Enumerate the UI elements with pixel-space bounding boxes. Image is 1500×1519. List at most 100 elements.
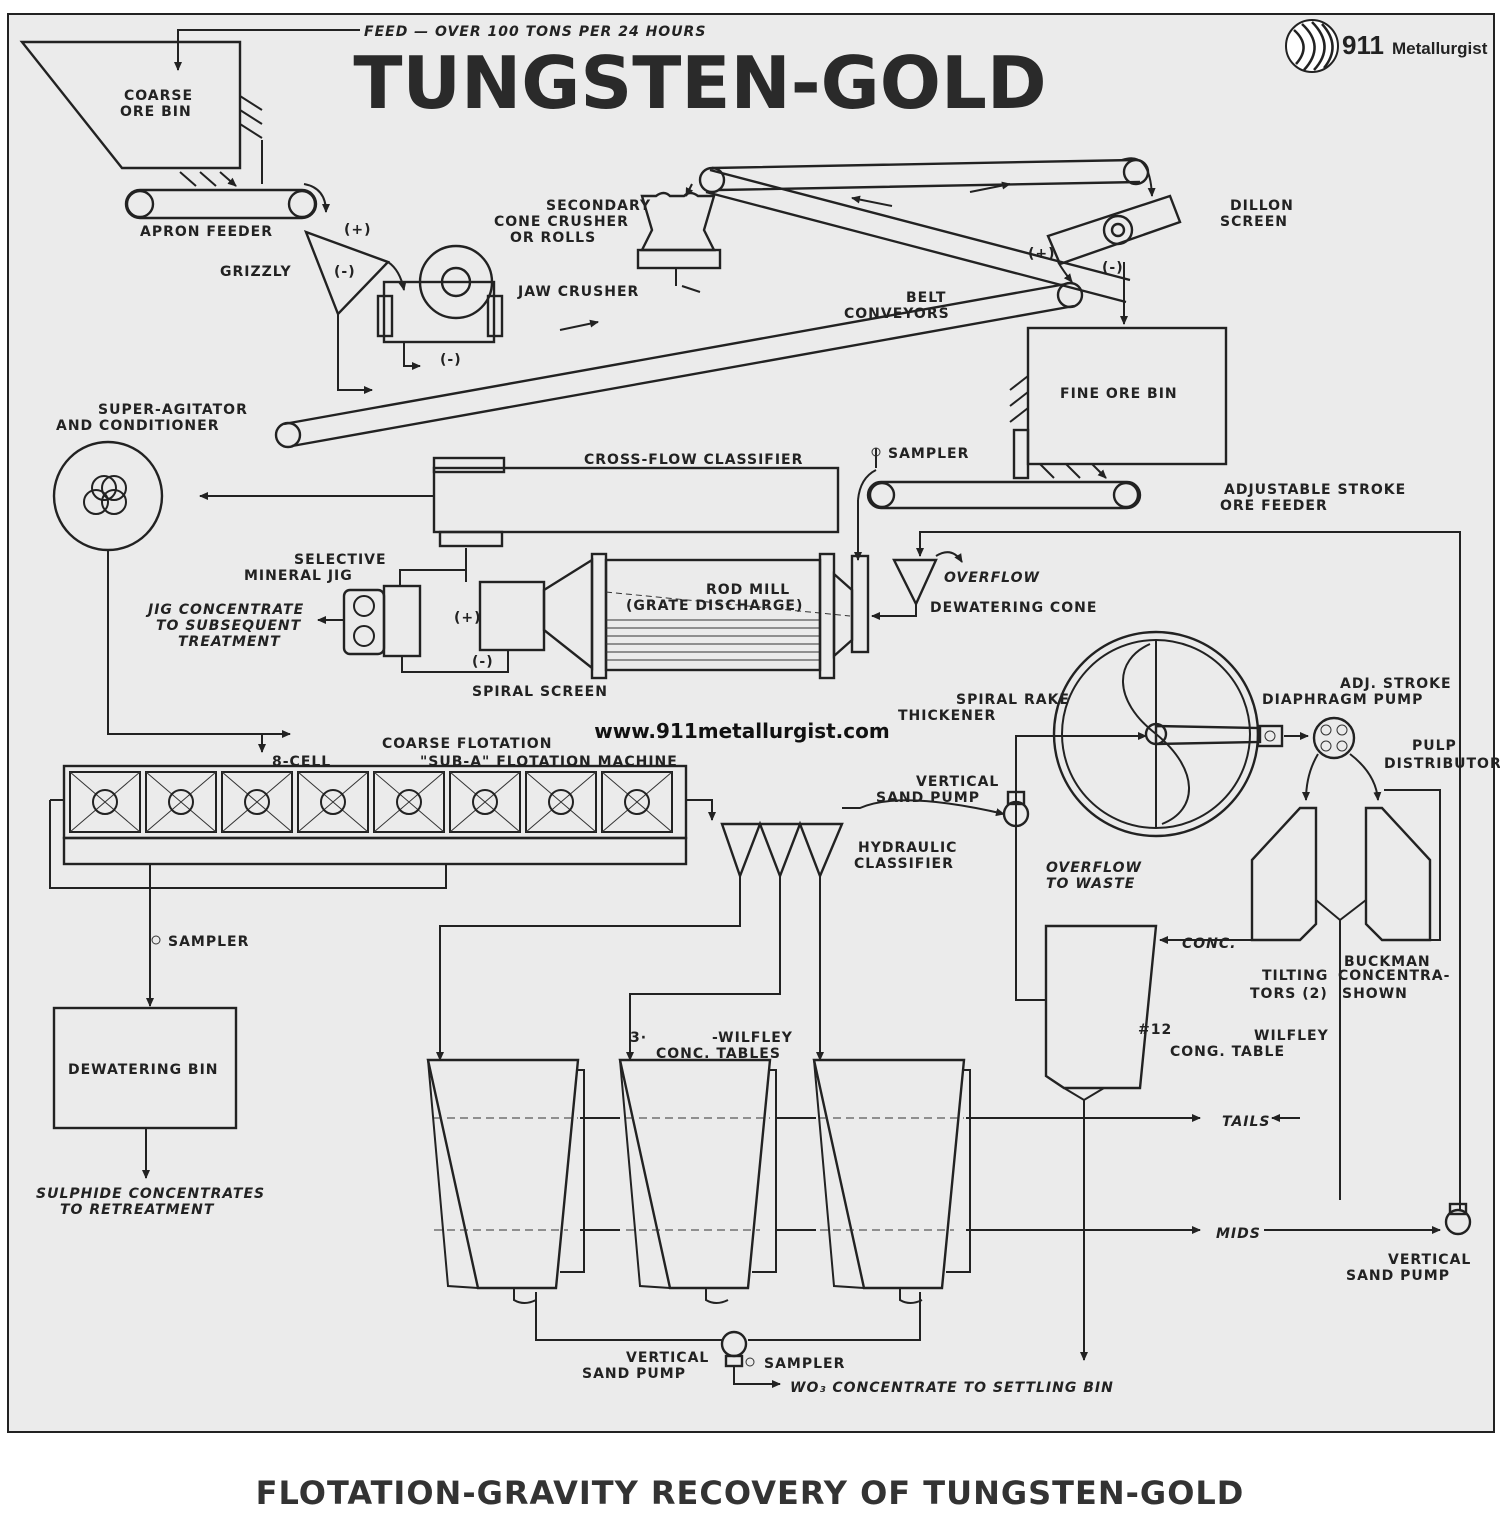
svg-text:(-): (-) xyxy=(334,264,356,280)
flotation-cell xyxy=(525,771,597,833)
flotation-cell xyxy=(221,771,293,833)
svg-text:AND CONDITIONER: AND CONDITIONER xyxy=(56,418,220,434)
svg-text:DEWATERING CONE: DEWATERING CONE xyxy=(930,600,1097,616)
svg-text:SAMPLER: SAMPLER xyxy=(168,934,249,950)
belt-conveyor-upper: BELT CONVEYORS xyxy=(698,157,1156,322)
svg-text:WO₃ CONCENTRATE TO SETTLING B: WO₃ CONCENTRATE TO SETTLING BIN xyxy=(790,1380,1114,1396)
svg-text:CONCENTRA-: CONCENTRA- xyxy=(1338,968,1450,984)
svg-text:JIG CONCENTRATE: JIG CONCENTRATE xyxy=(145,602,304,618)
jaw-crusher: JAW CRUSHER (-) xyxy=(376,244,639,370)
spiral-rake-thickener: SPIRAL RAKE THICKENER OVERFLOW TO WASTE xyxy=(898,630,1284,892)
flotation-cell xyxy=(297,771,369,833)
svg-text:(GRATE DISCHARGE): (GRATE DISCHARGE) xyxy=(626,598,803,614)
svg-text:SAND PUMP: SAND PUMP xyxy=(582,1366,686,1382)
svg-text:DIAPHRAGM PUMP: DIAPHRAGM PUMP xyxy=(1262,692,1423,708)
svg-text:MIDS: MIDS xyxy=(1216,1226,1261,1242)
svg-text:SAND PUMP: SAND PUMP xyxy=(876,790,980,806)
svg-text:SAND PUMP: SAND PUMP xyxy=(1346,1268,1450,1284)
svg-text:CONC.: CONC. xyxy=(1182,936,1237,952)
flotation-cell xyxy=(601,771,673,833)
belt-conveyor-main xyxy=(274,281,1084,449)
flotation-cell xyxy=(449,771,521,833)
svg-text:TILTING: TILTING xyxy=(1262,968,1328,984)
svg-text:TO RETREATMENT: TO RETREATMENT xyxy=(60,1202,215,1218)
hydraulic-classifier: HYDRAULIC CLASSIFIER xyxy=(436,820,956,1061)
svg-text:SPIRAL RAKE: SPIRAL RAKE xyxy=(956,692,1070,708)
flotation-cell xyxy=(69,771,141,833)
diagram-title: TUNGSTEN-GOLD xyxy=(353,41,1046,125)
svg-text:(-): (-) xyxy=(1102,260,1124,276)
svg-text:-WILFLEY: -WILFLEY xyxy=(712,1030,793,1046)
svg-text:WILFLEY: WILFLEY xyxy=(1254,1028,1329,1044)
diagram-panel xyxy=(7,13,1495,1433)
pulp-distributor: ADJ. STROKE DIAPHRAGM PUMP PULP DISTRIBU… xyxy=(1262,676,1500,801)
svg-text:TORS (2): TORS (2) xyxy=(1250,986,1328,1002)
svg-text:ADJ. STROKE: ADJ. STROKE xyxy=(1340,676,1452,692)
svg-text:CONC. TABLES: CONC. TABLES xyxy=(656,1046,781,1062)
website-url: www.911metallurgist.com xyxy=(594,719,889,743)
svg-text:(-): (-) xyxy=(472,654,494,670)
svg-text:CONG. TABLE: CONG. TABLE xyxy=(1170,1044,1285,1060)
svg-text:PULP: PULP xyxy=(1412,738,1457,754)
dewatering-bin: SAMPLER DEWATERING BIN SULPHIDE CONCENTR… xyxy=(36,934,265,1218)
spiral-screen: SPIRAL SCREEN (+) (-) xyxy=(454,570,607,700)
buckman-concentrators: CONC. BUCKMAN TILTING CONCENTRA- TORS (2… xyxy=(1159,789,1450,1200)
svg-text:SCREEN: SCREEN xyxy=(1220,214,1288,230)
wilfley-table xyxy=(812,1058,971,1304)
grizzly: GRIZZLY (+) (-) xyxy=(220,222,407,394)
svg-text:BUCKMAN: BUCKMAN xyxy=(1344,954,1431,970)
svg-text:SAMPLER: SAMPLER xyxy=(764,1356,845,1372)
svg-text:VERTICAL: VERTICAL xyxy=(916,774,999,790)
selective-mineral-jig: SELECTIVE MINERAL JIG JIG CONCENTRATE TO… xyxy=(145,548,509,673)
wilfley-table-12: #12 WILFLEY CONG. TABLE xyxy=(1015,808,1329,1102)
svg-text:OR ROLLS: OR ROLLS xyxy=(510,230,596,246)
svg-text:JAW CRUSHER: JAW CRUSHER xyxy=(517,284,639,300)
vertical-sand-pump-3: VERTICAL SAND PUMP SAMPLER WO₃ CONCENTRA… xyxy=(535,1292,1114,1396)
globe-icon xyxy=(1285,19,1339,73)
svg-text:COARSE: COARSE xyxy=(124,88,193,104)
svg-text:SECONDARY: SECONDARY xyxy=(546,198,651,214)
svg-text:3·: 3· xyxy=(630,1030,647,1046)
svg-text:(+): (+) xyxy=(1028,246,1056,262)
svg-text:OVERFLOW: OVERFLOW xyxy=(944,570,1040,586)
svg-text:"SUB-A" FLOTATION MACHINE: "SUB-A" FLOTATION MACHINE xyxy=(420,754,678,770)
svg-text:THICKENER: THICKENER xyxy=(898,708,996,724)
svg-text:GRIZZLY: GRIZZLY xyxy=(220,264,292,280)
svg-text:DISTRIBUTOR: DISTRIBUTOR xyxy=(1384,756,1500,772)
svg-text:SULPHIDE CONCENTRATES: SULPHIDE CONCENTRATES xyxy=(36,1186,265,1202)
svg-text:TO WASTE: TO WASTE xyxy=(1046,876,1135,892)
svg-text:8-CELL: 8-CELL xyxy=(272,754,331,770)
svg-text:ROD MILL: ROD MILL xyxy=(706,582,790,598)
figure-caption: FLOTATION-GRAVITY RECOVERY OF TUNGSTEN-G… xyxy=(256,1474,1245,1512)
svg-text:SAMPLER: SAMPLER xyxy=(888,446,969,462)
svg-text:ADJUSTABLE STROKE: ADJUSTABLE STROKE xyxy=(1224,482,1406,498)
svg-text:OVERFLOW: OVERFLOW xyxy=(1046,860,1142,876)
flotation-machine: COARSE FLOTATION 8-CELL "SUB-A" FLOTATIO… xyxy=(49,734,716,1007)
flotation-cell xyxy=(145,771,217,833)
svg-text:#12: #12 xyxy=(1138,1022,1172,1038)
svg-text:SUPER-AGITATOR: SUPER-AGITATOR xyxy=(98,402,248,418)
rod-mill: ROD MILL (GRATE DISCHARGE) xyxy=(542,552,870,680)
svg-text:SHOWN: SHOWN xyxy=(1342,986,1408,1002)
svg-text:ORE FEEDER: ORE FEEDER xyxy=(1220,498,1328,514)
logo: 911 Metallurgist xyxy=(1285,19,1488,73)
cross-flow-classifier: CROSS-FLOW CLASSIFIER xyxy=(199,452,862,561)
svg-text:DILLON: DILLON xyxy=(1230,198,1294,214)
svg-text:SELECTIVE: SELECTIVE xyxy=(294,552,387,568)
super-agitator: SUPER-AGITATOR AND CONDITIONER xyxy=(52,402,291,738)
feed-note: FEED — OVER 100 TONS PER 24 HOURS xyxy=(364,24,706,40)
svg-text:VERTICAL: VERTICAL xyxy=(1388,1252,1471,1268)
coarse-ore-bin: COARSE ORE BIN xyxy=(19,40,263,186)
svg-text:FINE ORE BIN: FINE ORE BIN xyxy=(1060,386,1178,402)
svg-text:CLASSIFIER: CLASSIFIER xyxy=(854,856,954,872)
vertical-sand-pump-2: VERTICAL SAND PUMP xyxy=(1346,1202,1472,1284)
dewatering-cone: OVERFLOW DEWATERING CONE xyxy=(871,531,1461,1210)
svg-text:COARSE FLOTATION: COARSE FLOTATION xyxy=(382,736,552,752)
svg-text:DEWATERING BIN: DEWATERING BIN xyxy=(68,1062,219,1078)
apron-feeder: APRON FEEDER xyxy=(124,183,330,240)
svg-text:(+): (+) xyxy=(454,610,482,626)
logo-word: Metallurgist xyxy=(1392,39,1488,58)
svg-text:CONE CRUSHER: CONE CRUSHER xyxy=(494,214,629,230)
svg-text:TREATMENT: TREATMENT xyxy=(178,634,281,650)
